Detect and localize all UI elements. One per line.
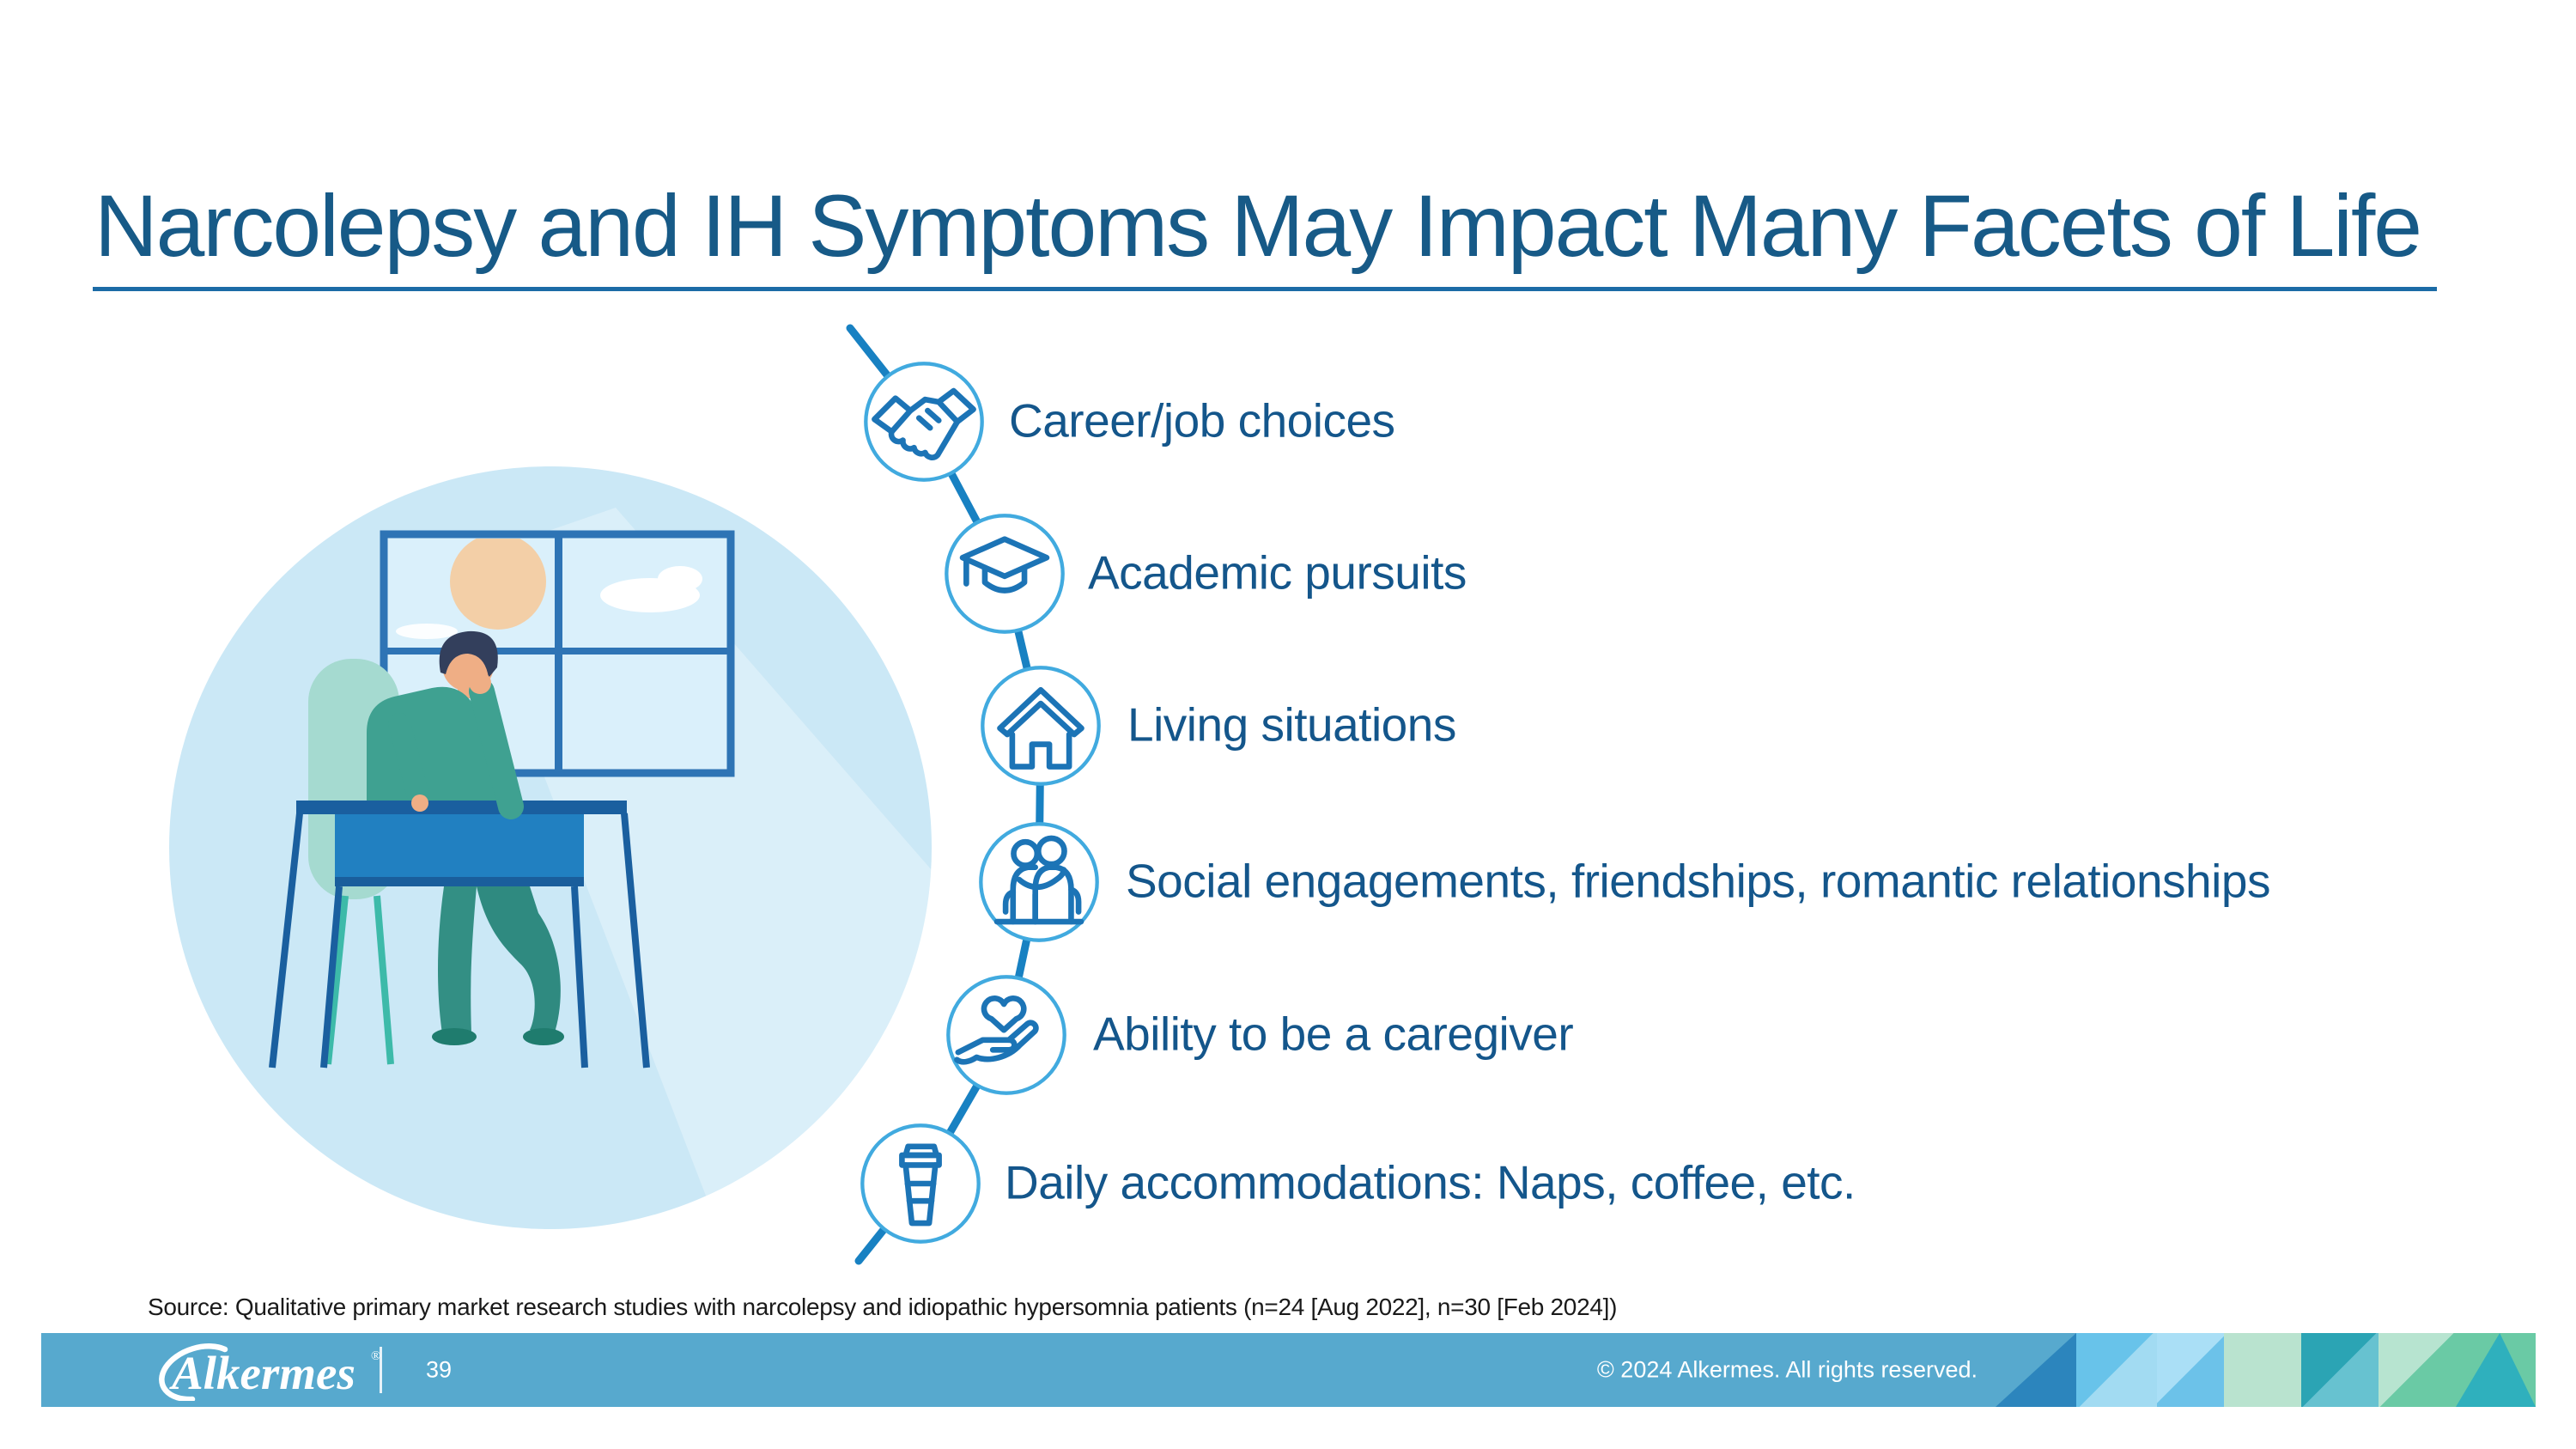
coffee-cup-icon [860,1123,981,1244]
registered-mark: ® [371,1349,380,1363]
hand-heart-icon [946,975,1066,1095]
timeline-label: Academic pursuits [1088,545,1467,600]
person-leg [438,886,477,1033]
shoe [523,1028,564,1045]
desk-top [296,801,627,814]
timeline-label: Living situations [1127,697,1456,752]
desk-panel-edge [335,877,584,886]
desk-legs [269,813,650,1068]
window-mullion-h [384,648,731,654]
cloud-puff [658,566,702,592]
timeline-label: Career/job choices [1009,393,1395,447]
logo-text: Alkermes [169,1347,355,1399]
alkermes-logo: Alkermes ® [159,1343,380,1401]
handshake-icon [864,362,984,482]
propping-arm [469,679,524,819]
timeline-label: Daily accommodations: Naps, coffee, etc. [1005,1155,1856,1209]
hand-on-desk [411,795,428,812]
hair [439,630,498,678]
footer-divider [380,1347,382,1393]
source-note: Source: Qualitative primary market resea… [148,1294,1618,1320]
footer-bar: Alkermes ® 39 © 2024 Alkermes. All right… [41,1333,2536,1407]
graduation-cap-icon [945,514,1065,634]
people-embrace-icon [979,822,1099,942]
timeline-label: Ability to be a caregiver [1093,1007,1574,1061]
desk-front-panel [335,813,584,886]
copyright-text: © 2024 Alkermes. All rights reserved. [1596,1356,1978,1383]
footer-triangle-pattern [1996,1333,2536,1407]
sleepy-person-at-desk-illustration [169,466,932,1229]
timeline-label: Social engagements, friendships, romanti… [1126,854,2270,908]
resting-arm [388,713,429,807]
sun [450,539,546,630]
shoe [432,1028,477,1045]
person-leg-forward [477,886,561,1035]
slide-title: Narcolepsy and IH Symptoms May Impact Ma… [94,177,2422,275]
title-underline [93,287,2437,291]
cloud-wisp [396,624,458,639]
house-icon [981,666,1101,786]
hand-on-face [469,672,491,694]
logo-swoosh [159,1343,228,1401]
page-number: 39 [426,1356,453,1383]
chair-legs [325,895,394,1065]
